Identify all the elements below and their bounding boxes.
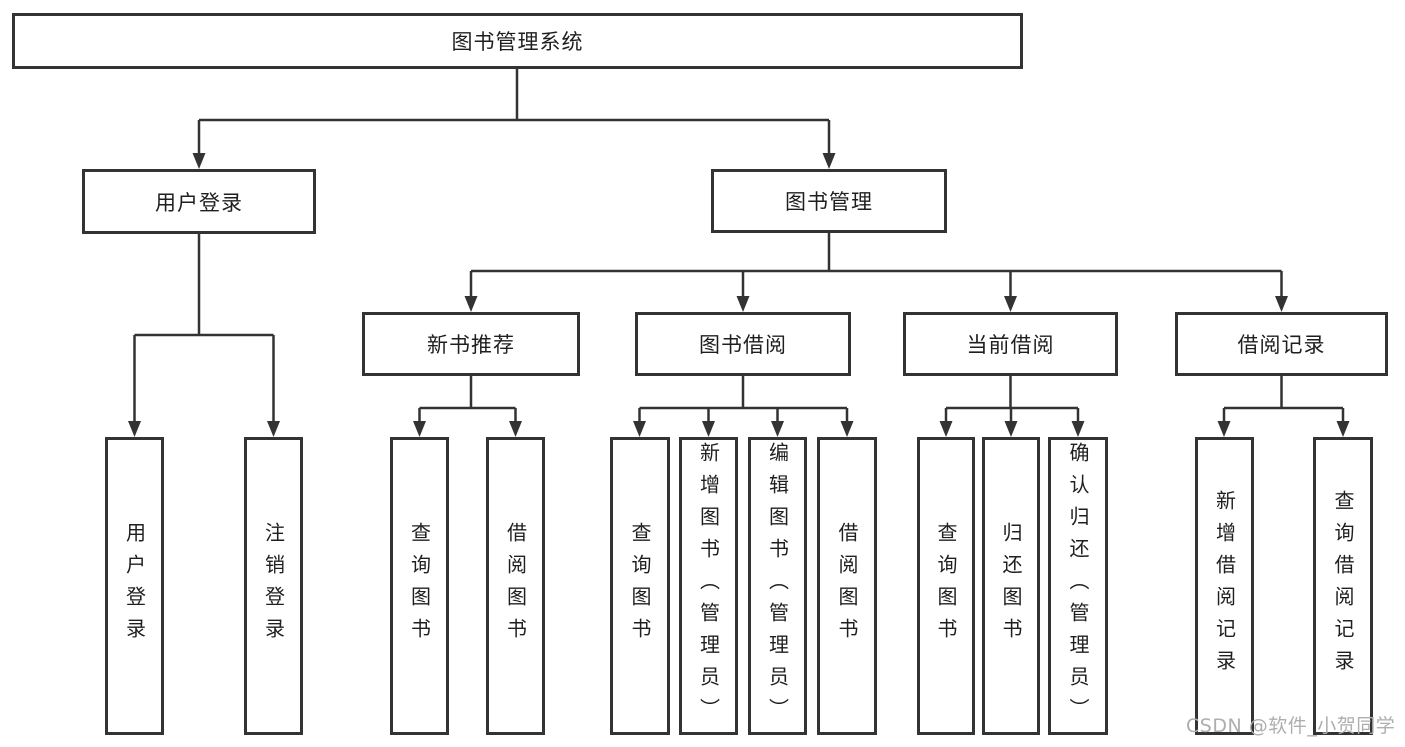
node-label: 查询图书: [934, 522, 958, 650]
node-label: 借阅记录: [1237, 333, 1326, 357]
node-root-library-system: 图书管理系统: [12, 13, 1023, 69]
node-label: 注销登录: [261, 522, 286, 650]
leaf-borrowing-edit-books-admin: 编辑图书（管理员）: [748, 437, 807, 735]
node-label: 当前借阅: [966, 333, 1055, 357]
csdn-watermark: CSDN @软件_小贺同学: [1186, 715, 1396, 737]
leaf-borrowing-query-books: 查询图书: [610, 437, 670, 735]
node-label: 查询图书: [407, 522, 432, 650]
leaf-borrowing-add-books-admin: 新增图书（管理员）: [679, 437, 738, 735]
leaf-logout: 注销登录: [244, 437, 303, 735]
node-label: 图书管理: [785, 190, 873, 214]
node-label: 查询借阅记录: [1331, 490, 1355, 682]
node-current-borrowing: 当前借阅: [903, 312, 1118, 376]
node-book-borrowing: 图书借阅: [635, 312, 851, 376]
leaf-current-confirm-return-admin: 确认归还（管理员）: [1048, 437, 1108, 735]
node-label: 编辑图书（管理员）: [765, 442, 790, 730]
node-label: 确认归还（管理员）: [1066, 442, 1090, 730]
node-borrowing-records: 借阅记录: [1175, 312, 1388, 376]
node-label: 用户登录: [122, 522, 147, 650]
node-book-management: 图书管理: [711, 169, 947, 233]
leaf-user-login: 用户登录: [105, 437, 164, 735]
leaf-records-query-borrow-record: 查询借阅记录: [1313, 437, 1373, 735]
node-label: 新增图书（管理员）: [696, 442, 721, 730]
leaf-borrowing-borrow-books: 借阅图书: [817, 437, 877, 735]
node-label: 查询图书: [628, 522, 652, 650]
node-user-login: 用户登录: [82, 169, 316, 234]
node-label: 新书推荐: [427, 333, 515, 357]
node-label: 归还图书: [999, 522, 1023, 650]
node-label: 图书管理系统: [451, 30, 584, 54]
leaf-records-add-borrow-record: 新增借阅记录: [1195, 437, 1254, 735]
arrowheads: [128, 153, 1350, 437]
node-label: 用户登录: [155, 190, 243, 215]
leaf-current-query-books: 查询图书: [917, 437, 975, 735]
leaf-newbook-borrow-books: 借阅图书: [486, 437, 545, 735]
node-label: 借阅图书: [835, 522, 859, 650]
node-label: 借阅图书: [503, 522, 528, 650]
node-label: 图书借阅: [699, 333, 787, 357]
leaf-newbook-query-books: 查询图书: [390, 437, 449, 735]
node-label: 新增借阅记录: [1212, 490, 1237, 682]
node-new-book-recommendation: 新书推荐: [362, 312, 580, 376]
leaf-current-return-books: 归还图书: [982, 437, 1040, 735]
